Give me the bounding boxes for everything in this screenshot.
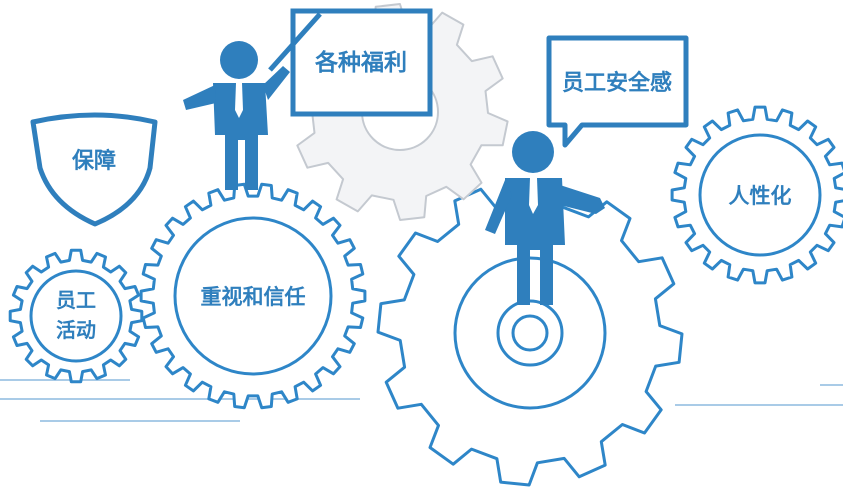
gear-outline bbox=[376, 179, 684, 487]
security-label: 员工安全感 bbox=[562, 70, 672, 96]
businessman-icon bbox=[485, 131, 605, 305]
benefits-label: 各种福利 bbox=[314, 49, 407, 76]
protection-label: 保障 bbox=[71, 148, 116, 174]
ground-lines bbox=[0, 379, 843, 422]
large-gear-icon bbox=[376, 179, 684, 487]
activities-label-line2: 活动 bbox=[56, 318, 96, 342]
trust-label: 重视和信任 bbox=[201, 285, 306, 309]
shield-icon bbox=[30, 112, 158, 227]
benefits-board bbox=[268, 8, 433, 117]
businessman-icon bbox=[183, 41, 290, 190]
humanization-label: 人性化 bbox=[729, 184, 792, 208]
speech-bubble-icon bbox=[546, 35, 689, 148]
activities-label-line1: 员工 bbox=[56, 288, 96, 312]
